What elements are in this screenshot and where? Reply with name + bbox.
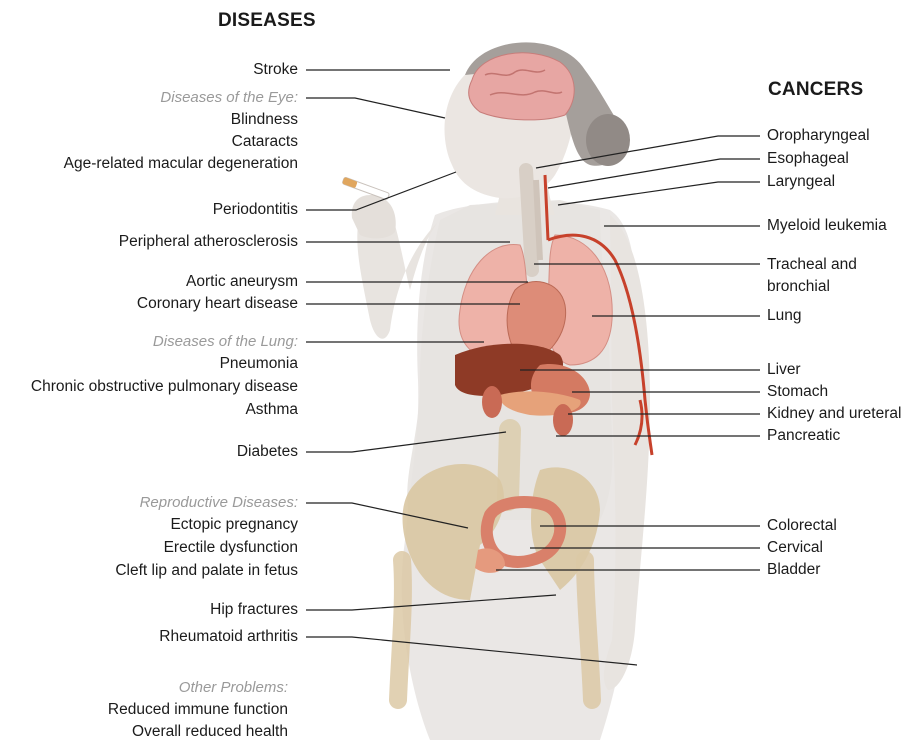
trachea [536, 180, 540, 260]
label-laryngeal: Laryngeal [767, 173, 835, 191]
label-cataracts: Cataracts [232, 133, 298, 151]
label-colorectal: Colorectal [767, 517, 837, 535]
label-diabetes: Diabetes [237, 443, 298, 461]
section-reproductive: Reproductive Diseases: [140, 494, 298, 512]
label-macular: Age-related macular degeneration [64, 155, 298, 173]
diseases-heading: DISEASES [218, 10, 316, 32]
section-eye: Diseases of the Eye: [160, 89, 298, 107]
label-periodontitis: Periodontitis [213, 201, 298, 219]
label-pneumonia: Pneumonia [220, 355, 298, 373]
label-erectile: Erectile dysfunction [164, 539, 298, 557]
leader-esophageal [548, 159, 760, 188]
label-cervical: Cervical [767, 539, 823, 557]
label-esophageal: Esophageal [767, 150, 849, 168]
leader-eye [306, 98, 445, 118]
kidney [553, 404, 573, 436]
label-rheumatoid: Rheumatoid arthritis [159, 628, 298, 646]
label-lung-cancer: Lung [767, 307, 801, 325]
femur-left [398, 560, 403, 700]
section-lung: Diseases of the Lung: [153, 333, 298, 351]
label-cleft: Cleft lip and palate in fetus [115, 562, 298, 580]
label-kidney: Kidney and ureteral [767, 405, 901, 423]
label-immune: Reduced immune function [108, 701, 288, 719]
label-liver: Liver [767, 361, 801, 379]
label-aortic: Aortic aneurysm [186, 273, 298, 291]
label-peripheral: Peripheral atherosclerosis [119, 233, 298, 251]
label-pancreatic: Pancreatic [767, 427, 840, 445]
label-stroke: Stroke [253, 61, 298, 79]
cancers-heading: CANCERS [768, 79, 863, 101]
label-bladder: Bladder [767, 561, 820, 579]
label-overall: Overall reduced health [132, 723, 288, 740]
label-tracheal: Tracheal and [767, 256, 857, 274]
lumbar-spine [508, 430, 510, 500]
femur-right [585, 560, 592, 700]
label-copd: Chronic obstructive pulmonary disease [31, 378, 298, 396]
brain [469, 53, 574, 120]
label-ectopic: Ectopic pregnancy [170, 516, 298, 534]
label-stomach: Stomach [767, 383, 828, 401]
section-other: Other Problems: [179, 679, 288, 697]
spine [526, 170, 532, 270]
leader-laryngeal [558, 182, 760, 205]
label-bronchial: bronchial [767, 278, 830, 296]
leader-oropharyngeal [536, 136, 760, 168]
label-asthma: Asthma [245, 401, 298, 419]
kidney-left [482, 386, 502, 418]
label-oropharyngeal: Oropharyngeal [767, 127, 870, 145]
label-blindness: Blindness [231, 111, 298, 129]
label-coronary: Coronary heart disease [137, 295, 298, 313]
label-myeloid: Myeloid leukemia [767, 217, 887, 235]
label-hip: Hip fractures [210, 601, 298, 619]
